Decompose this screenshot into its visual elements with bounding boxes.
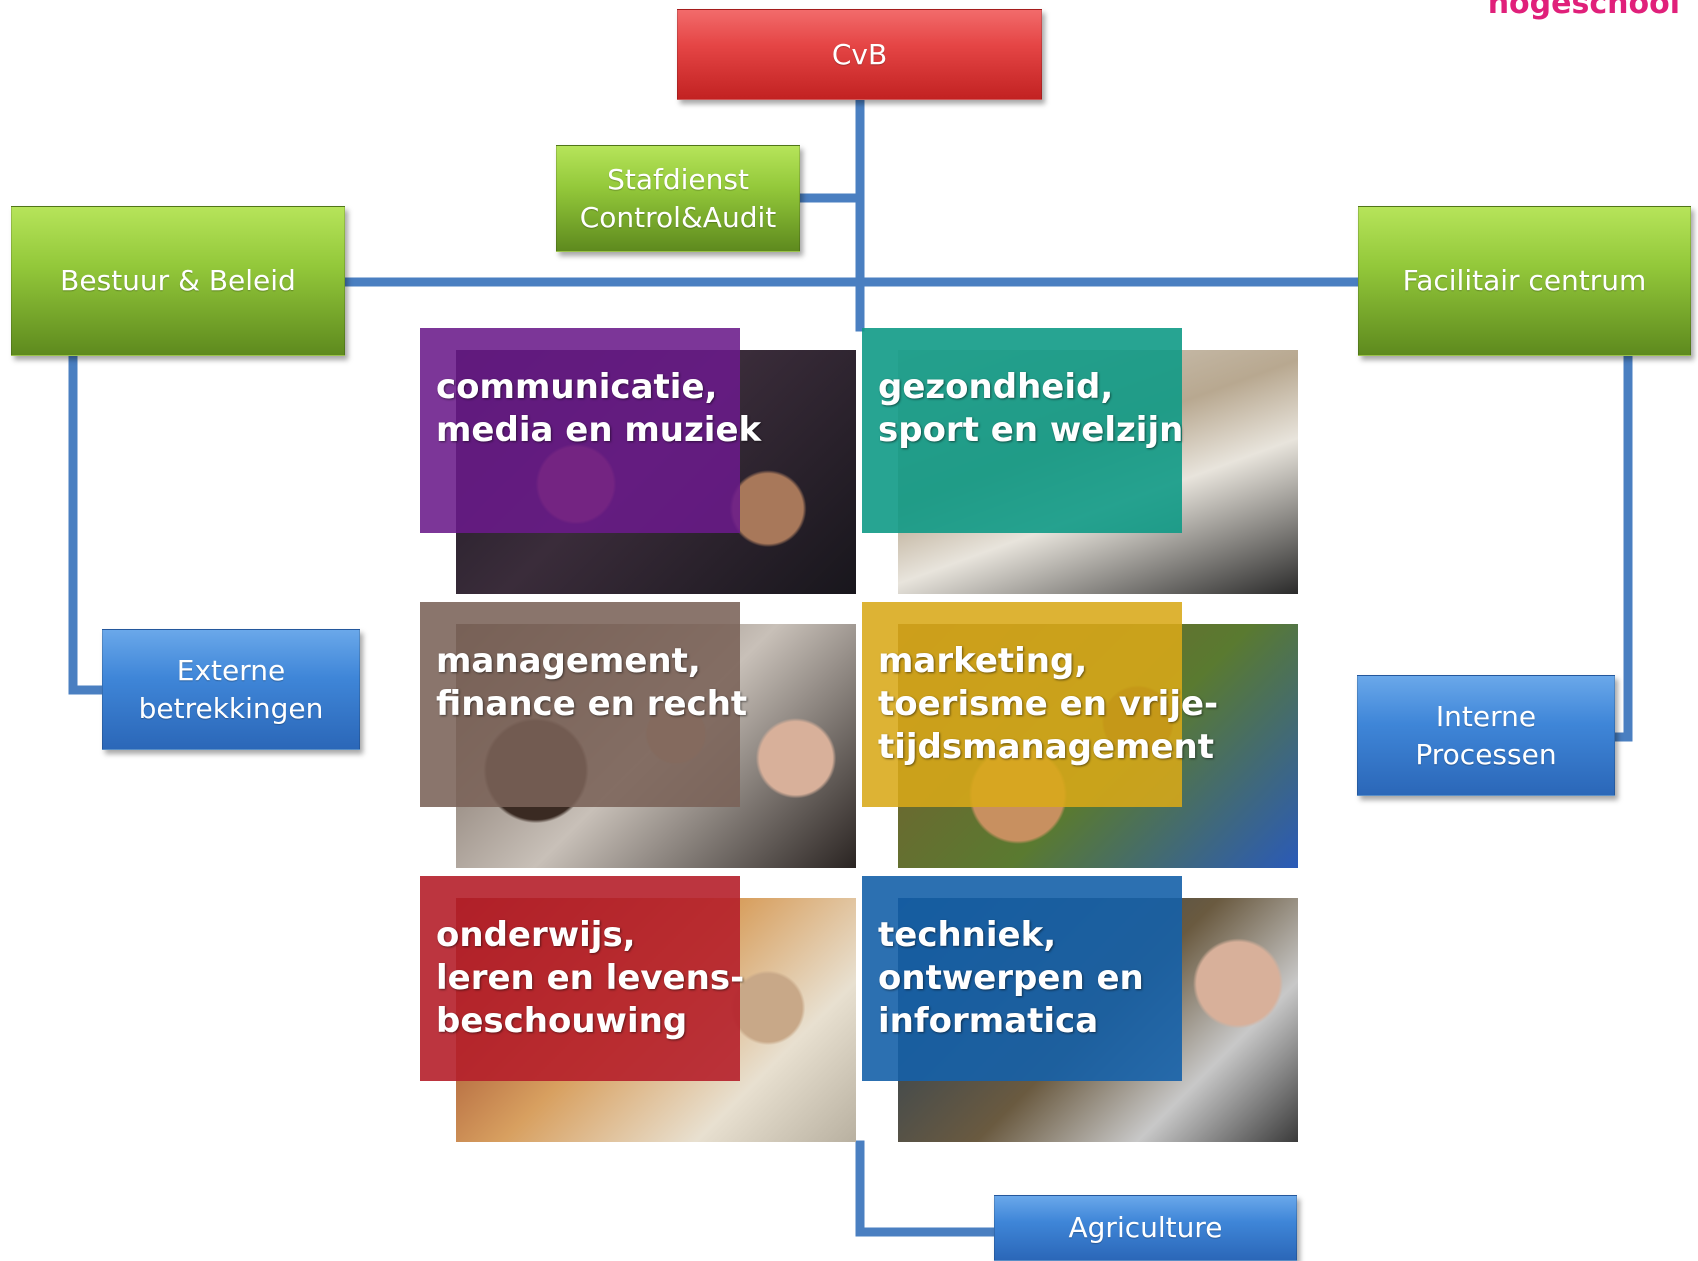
connector-interne xyxy=(1610,350,1633,742)
bestuur-beleid-label: Bestuur & Beleid xyxy=(60,264,296,297)
color-band-management xyxy=(420,602,740,807)
stafdienst-label-line2: Control&Audit xyxy=(579,200,777,234)
color-band-gezondheid xyxy=(862,328,1182,533)
facilitair-centrum-box[interactable]: Facilitair centrum xyxy=(1358,206,1691,356)
agriculture-label: Agriculture xyxy=(1068,1211,1223,1244)
bestuur-beleid-box[interactable]: Bestuur & Beleid xyxy=(11,206,345,356)
externe-betrekkingen-box[interactable]: Externe betrekkingen xyxy=(102,629,360,750)
domain-tile-communicatie[interactable]: communicatie, media en muziek xyxy=(420,328,856,594)
externe-label-line1: Externe xyxy=(176,653,286,687)
caption-techniek: techniek, ontwerpen en informatica xyxy=(878,915,1144,1041)
domain-tile-marketing[interactable]: marketing, toerisme en vrije- tijdsmanag… xyxy=(862,602,1298,868)
caption-communicatie: communicatie, media en muziek xyxy=(436,367,762,450)
interne-processen-box[interactable]: Interne Processen xyxy=(1357,675,1615,796)
stafdienst-label-line1: Stafdienst xyxy=(607,162,749,196)
color-band-communicatie xyxy=(420,328,740,533)
connector-externe xyxy=(68,350,109,695)
caption-marketing: marketing, toerisme en vrije- tijdsmanag… xyxy=(878,641,1219,767)
caption-gezondheid: gezondheid, sport en welzijn xyxy=(878,367,1184,450)
domain-tile-management[interactable]: management, finance en recht xyxy=(420,602,856,868)
interne-label-line1: Interne xyxy=(1435,699,1537,733)
domain-tile-techniek[interactable]: techniek, ontwerpen en informatica xyxy=(862,876,1298,1142)
stafdienst-box[interactable]: Stafdienst Control&Audit xyxy=(556,145,800,252)
caption-management: management, finance en recht xyxy=(436,641,748,724)
brand-logo-text: hogeschool xyxy=(1487,0,1680,21)
color-band-onderwijs xyxy=(420,876,740,1081)
facilitair-centrum-label: Facilitair centrum xyxy=(1402,264,1647,297)
connector-agriculture xyxy=(855,1140,1001,1237)
color-band-techniek xyxy=(862,876,1182,1081)
interne-label-line2: Processen xyxy=(1415,737,1557,771)
agriculture-box[interactable]: Agriculture xyxy=(994,1195,1297,1261)
domain-tile-gezondheid[interactable]: gezondheid, sport en welzijn xyxy=(862,328,1298,594)
domain-tile-onderwijs[interactable]: onderwijs, leren en levens- beschouwing xyxy=(420,876,856,1142)
color-band-marketing xyxy=(862,602,1182,807)
cvb-box[interactable]: CvB xyxy=(677,9,1042,100)
cvb-label: CvB xyxy=(831,37,888,71)
caption-onderwijs: onderwijs, leren en levens- beschouwing xyxy=(436,915,745,1041)
externe-label-line2: betrekkingen xyxy=(138,691,324,725)
